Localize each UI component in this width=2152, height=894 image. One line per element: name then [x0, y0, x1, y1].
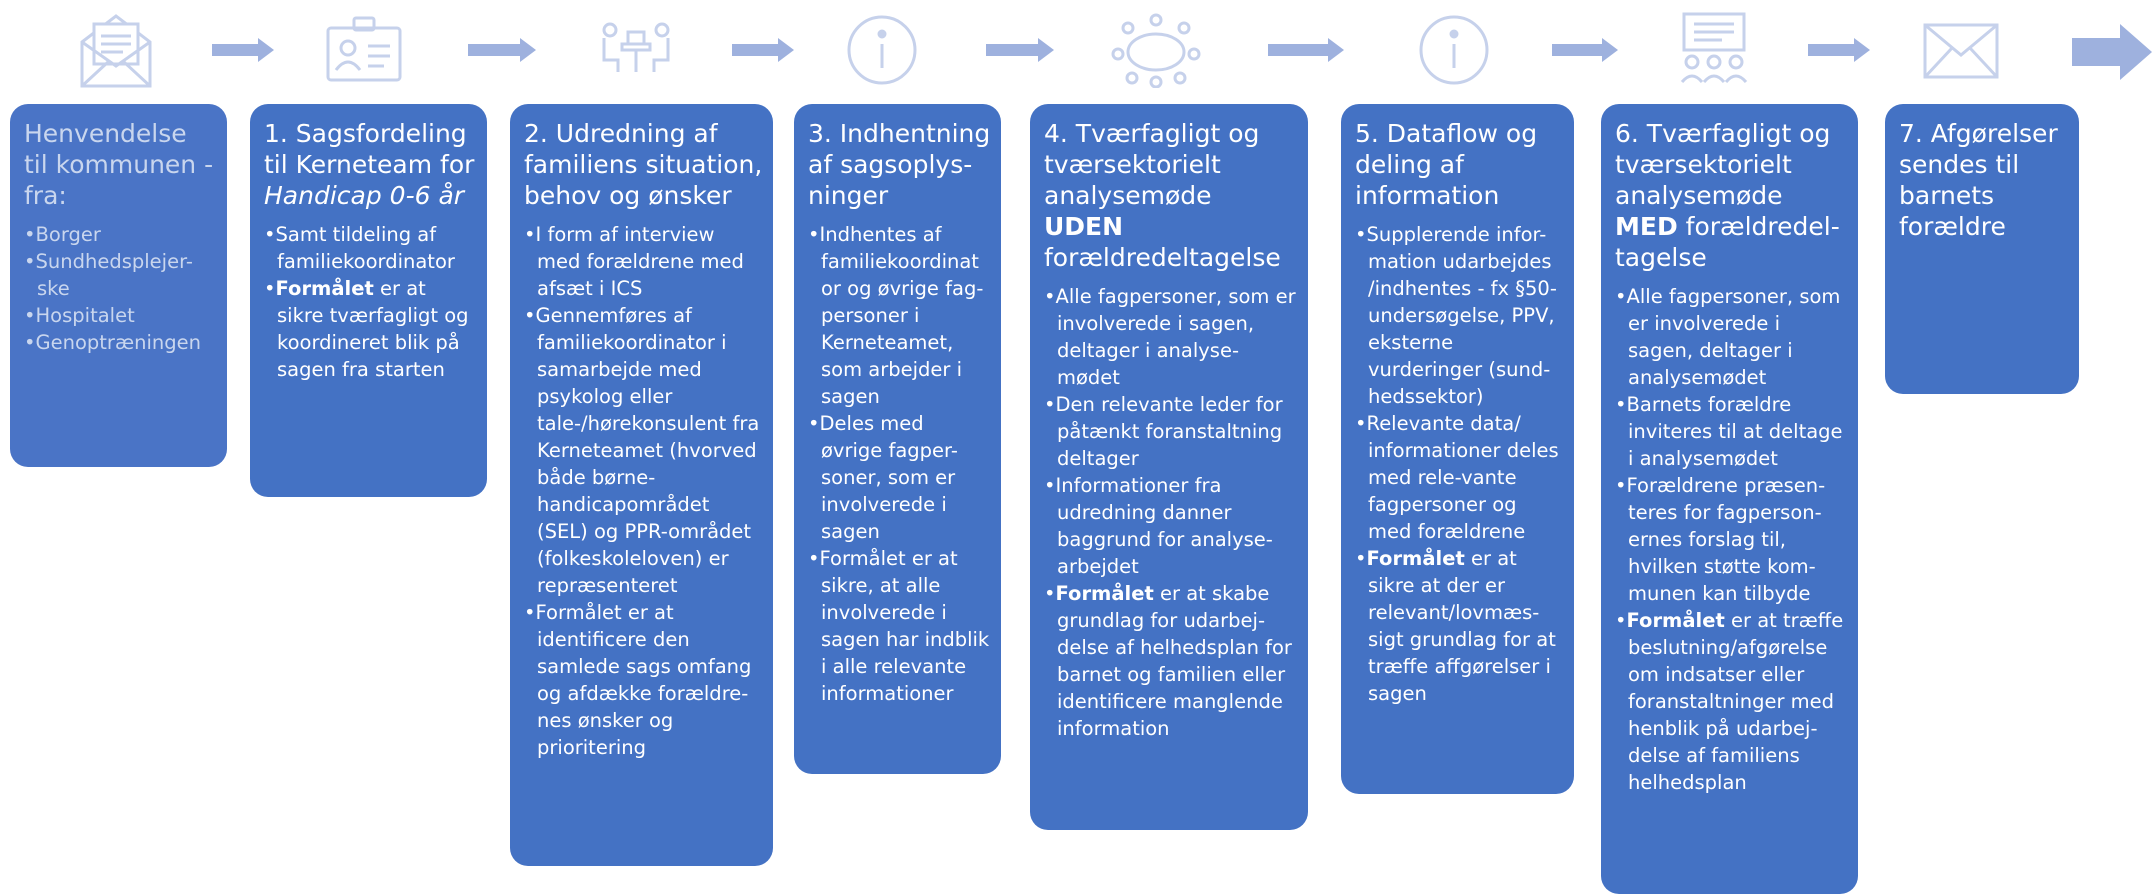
step-bullet: Formålet er at sikre, at alle involvered… — [808, 545, 991, 707]
step-bullets: Samt tildeling af familiekoordinator For… — [264, 221, 477, 383]
step-title: 1. Sagsfordeling til Kerneteam for Handi… — [264, 119, 475, 210]
envelope-icon — [1923, 23, 1999, 79]
step-bullets: Alle fagpersoner, som er involverede i s… — [1615, 283, 1848, 796]
id-card-icon — [326, 16, 402, 82]
step-bullets: I form af interview med forældrene med a… — [524, 221, 763, 761]
step-title: 7. Afgørelser sendes til barnets forældr… — [1899, 119, 2058, 241]
meeting-icon — [602, 22, 670, 72]
step-title: 6. Tværfagligt og tværsektorielt analyse… — [1615, 119, 1840, 272]
step-bullet: I form af interview med forældrene med a… — [524, 221, 763, 302]
step-bullet: Den relevante leder for påtænkt foransta… — [1044, 391, 1298, 472]
info-icon — [847, 15, 917, 85]
arrow-icon — [732, 38, 794, 62]
step-title: Henvendelse til kommunen - fra: — [24, 119, 214, 210]
step-title: 3. Indhentning af sagsoplys-ninger — [808, 119, 991, 210]
arrow-icon — [1552, 38, 1618, 62]
step-bullet: Supplerende infor-mation udarbejdes /ind… — [1355, 221, 1564, 410]
step-card-1: 1. Sagsfordeling til Kerneteam for Handi… — [250, 104, 487, 497]
step-bullet: Formålet er at identificere den samlede … — [524, 599, 763, 761]
step-bullet: Barnets forældre inviteres til at deltag… — [1615, 391, 1848, 472]
step-bullet: Formålet er at sikre tværfagligt og koor… — [264, 275, 477, 383]
step-card-7: 7. Afgørelser sendes til barnets forældr… — [1885, 104, 2079, 394]
step-title: 4. Tværfagligt og tværsektorielt analyse… — [1044, 119, 1281, 272]
step-bullet: Formålet er at sikre at der er relevant/… — [1355, 545, 1564, 707]
step-bullet: Formålet er at træffe beslutning/afgørel… — [1615, 607, 1848, 796]
arrow-icon — [986, 38, 1054, 62]
arrow-icon — [1268, 38, 1344, 62]
step-bullets: Alle fagpersoner, som er involverede i s… — [1044, 283, 1298, 742]
step-bullet: Sundhedsplejer-ske — [24, 248, 217, 302]
step-bullet: Alle fagpersoner, som er involverede i s… — [1044, 283, 1298, 391]
step-bullets: Supplerende infor-mation udarbejdes /ind… — [1355, 221, 1564, 707]
step-card-0: Henvendelse til kommunen - fra: Borger S… — [10, 104, 227, 467]
step-card-3: 3. Indhentning af sagsoplys-ninger Indhe… — [794, 104, 1001, 774]
arrow-icon — [212, 38, 274, 62]
step-card-2: 2. Udredning af familiens situation, beh… — [510, 104, 773, 866]
step-bullet: Relevante data/ informationer deles med … — [1355, 410, 1564, 545]
step-title: 5. Dataflow og deling af information — [1355, 119, 1538, 210]
arrow-icon — [468, 38, 536, 62]
step-card-5: 5. Dataflow og deling af information Sup… — [1341, 104, 1574, 794]
step-bullet: Gennemføres af familiekoordinator i sama… — [524, 302, 763, 599]
arrow-icon — [1808, 38, 1870, 62]
step-card-4: 4. Tværfagligt og tværsektorielt analyse… — [1030, 104, 1308, 830]
open-envelope-icon — [80, 14, 152, 88]
step-bullet: Samt tildeling af familiekoordinator — [264, 221, 477, 275]
step-bullet: Indhentes af familiekoordinat or og øvri… — [808, 221, 991, 410]
step-bullet: Alle fagpersoner, som er involverede i s… — [1615, 283, 1848, 391]
step-bullet: Forældrene præsen-teres for fagperson-er… — [1615, 472, 1848, 607]
round-table-icon — [1111, 13, 1201, 88]
arrow-large-icon — [2072, 24, 2152, 80]
step-card-6: 6. Tværfagligt og tværsektorielt analyse… — [1601, 104, 1858, 894]
step-title: 2. Udredning af familiens situation, beh… — [524, 119, 763, 210]
step-bullet: Genoptræningen — [24, 329, 217, 356]
step-bullet: Deles med øvrige fagper-soner, som er in… — [808, 410, 991, 545]
presentation-icon — [1680, 12, 1748, 84]
step-bullet: Hospitalet — [24, 302, 217, 329]
step-bullet: Borger — [24, 221, 217, 248]
step-bullets: Borger Sundhedsplejer-ske Hospitalet Gen… — [24, 221, 217, 356]
step-bullets: Indhentes af familiekoordinat or og øvri… — [808, 221, 991, 707]
info-icon — [1419, 15, 1489, 85]
step-bullet: Informationer fra udredning danner baggr… — [1044, 472, 1298, 580]
step-bullet: Formålet er at skabe grundlag for udarbe… — [1044, 580, 1298, 742]
